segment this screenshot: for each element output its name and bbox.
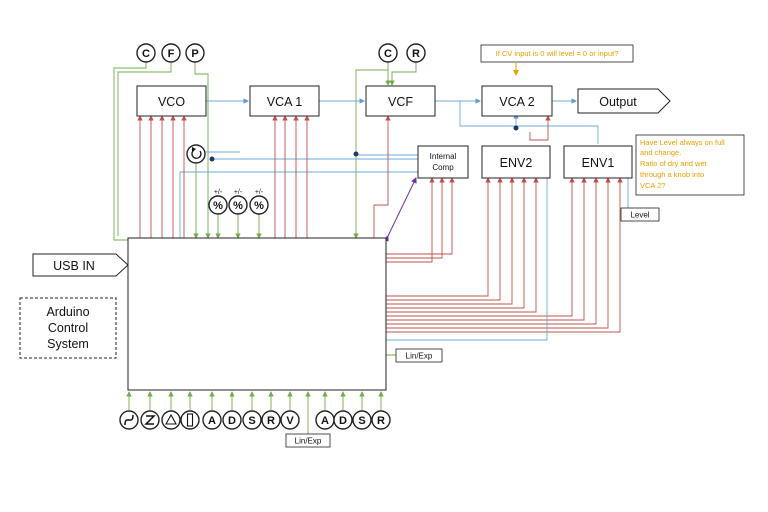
knob-f[interactable]: F xyxy=(161,43,181,63)
env2-module: ENV2 xyxy=(481,145,551,179)
percent-knob-1-label: % xyxy=(213,200,223,212)
env1-label: ENV1 xyxy=(582,156,615,170)
internal-comp-label-1: Internal xyxy=(430,152,457,161)
percent-knob-3-pm: +/- xyxy=(255,189,264,196)
arduino-board xyxy=(127,237,387,391)
knob-release-2[interactable]: R xyxy=(371,410,391,430)
knob-r-vcf[interactable]: R xyxy=(406,43,426,63)
lin-exp-right-box: Lin/Exp xyxy=(395,348,443,363)
env2-label: ENV2 xyxy=(500,156,533,170)
percent-knob-2-label: % xyxy=(233,200,243,212)
arduino-control-system: Arduino Control System xyxy=(19,297,117,359)
output-label: Output xyxy=(599,95,637,109)
percent-knob-1-pm: +/- xyxy=(214,189,223,196)
percent-knob-3[interactable]: +/- % xyxy=(249,189,269,215)
level-label: Level xyxy=(630,211,649,220)
knob-release-1[interactable]: R xyxy=(261,410,281,430)
usb-in-module: USB IN xyxy=(32,253,129,277)
knob-v[interactable]: V xyxy=(280,410,300,430)
percent-knob-2[interactable]: +/- % xyxy=(228,189,248,215)
level-label-box: Level xyxy=(620,207,660,222)
knob-attack-1-label: A xyxy=(208,415,216,427)
knob-c-vcf[interactable]: C xyxy=(378,43,398,63)
knob-p-label: P xyxy=(191,48,198,60)
knob-v-label: V xyxy=(286,415,294,427)
knob-attack-1[interactable]: A xyxy=(202,410,222,430)
usb-in-label: USB IN xyxy=(53,259,95,273)
percent-knob-3-label: % xyxy=(254,200,264,212)
wave-knob-square[interactable] xyxy=(180,410,200,430)
arduino-label-1: Arduino xyxy=(46,305,89,319)
knob-release-1-label: R xyxy=(267,415,275,427)
vco-label: VCO xyxy=(158,95,185,109)
wave-knob-triangle[interactable] xyxy=(161,410,181,430)
triangle-wave-icon xyxy=(165,413,177,425)
arduino-label-3: System xyxy=(47,337,89,351)
percent-knob-2-pm: +/- xyxy=(234,189,243,196)
arduino-label-2: Control xyxy=(48,321,88,335)
knob-sustain-2[interactable]: S xyxy=(352,410,372,430)
wave-knob-saw[interactable] xyxy=(140,410,160,430)
env1-note-3: Ratio of dry and wet xyxy=(640,159,708,168)
knob-decay-2-label: D xyxy=(339,415,347,427)
rotate-icon xyxy=(191,149,202,159)
env1-note-4: through a knob into xyxy=(640,170,704,179)
env1-note: Have Level always on full and change. Ra… xyxy=(635,134,745,196)
knob-decay-1[interactable]: D xyxy=(222,410,242,430)
vcf-label: VCF xyxy=(388,95,413,109)
knob-attack-2-label: A xyxy=(321,415,329,427)
knob-release-2-label: R xyxy=(377,415,385,427)
wave-knob-sine[interactable] xyxy=(119,410,139,430)
vca2-note: If CV input is 0 will level = 0 or input… xyxy=(480,44,634,63)
knob-c-vcf-label: C xyxy=(384,48,392,60)
env1-note-1: Have Level always on full xyxy=(640,138,725,147)
vca1-module: VCA 1 xyxy=(249,85,320,117)
vcf-module: VCF xyxy=(365,85,436,117)
vco-module: VCO xyxy=(136,85,207,117)
env1-note-2: and change. xyxy=(640,148,681,157)
sine-wave-icon xyxy=(124,414,134,426)
vca2-label: VCA 2 xyxy=(499,95,534,109)
knob-p[interactable]: P xyxy=(185,43,205,63)
vca2-note-text: If CV input is 0 will level = 0 or input… xyxy=(496,49,619,58)
internal-comp-label-2: Comp xyxy=(432,163,454,172)
knob-r-vcf-label: R xyxy=(412,48,420,60)
vca2-module: VCA 2 xyxy=(481,85,553,117)
square-wave-icon xyxy=(186,413,194,427)
knob-c-vco-label: C xyxy=(142,48,150,60)
env1-note-5: VCA 2? xyxy=(640,181,665,190)
lin-exp-right-label: Lin/Exp xyxy=(406,352,433,361)
sawtooth-wave-icon xyxy=(144,415,156,425)
lin-exp-bottom-label: Lin/Exp xyxy=(295,437,322,446)
knob-attack-2[interactable]: A xyxy=(315,410,335,430)
rotate-knob[interactable] xyxy=(186,144,206,164)
knob-f-label: F xyxy=(168,48,175,60)
percent-knob-1[interactable]: +/- % xyxy=(208,189,228,215)
internal-comp-module: Internal Comp xyxy=(417,145,469,179)
knob-decay-2[interactable]: D xyxy=(333,410,353,430)
env1-module: ENV1 xyxy=(563,145,633,179)
knob-sustain-1[interactable]: S xyxy=(242,410,262,430)
knob-c-vco[interactable]: C xyxy=(136,43,156,63)
output-module: Output xyxy=(577,88,671,114)
knob-sustain-1-label: S xyxy=(248,415,255,427)
vca1-label: VCA 1 xyxy=(267,95,302,109)
lin-exp-bottom-box: Lin/Exp xyxy=(285,433,331,448)
knob-decay-1-label: D xyxy=(228,415,236,427)
knob-sustain-2-label: S xyxy=(358,415,365,427)
